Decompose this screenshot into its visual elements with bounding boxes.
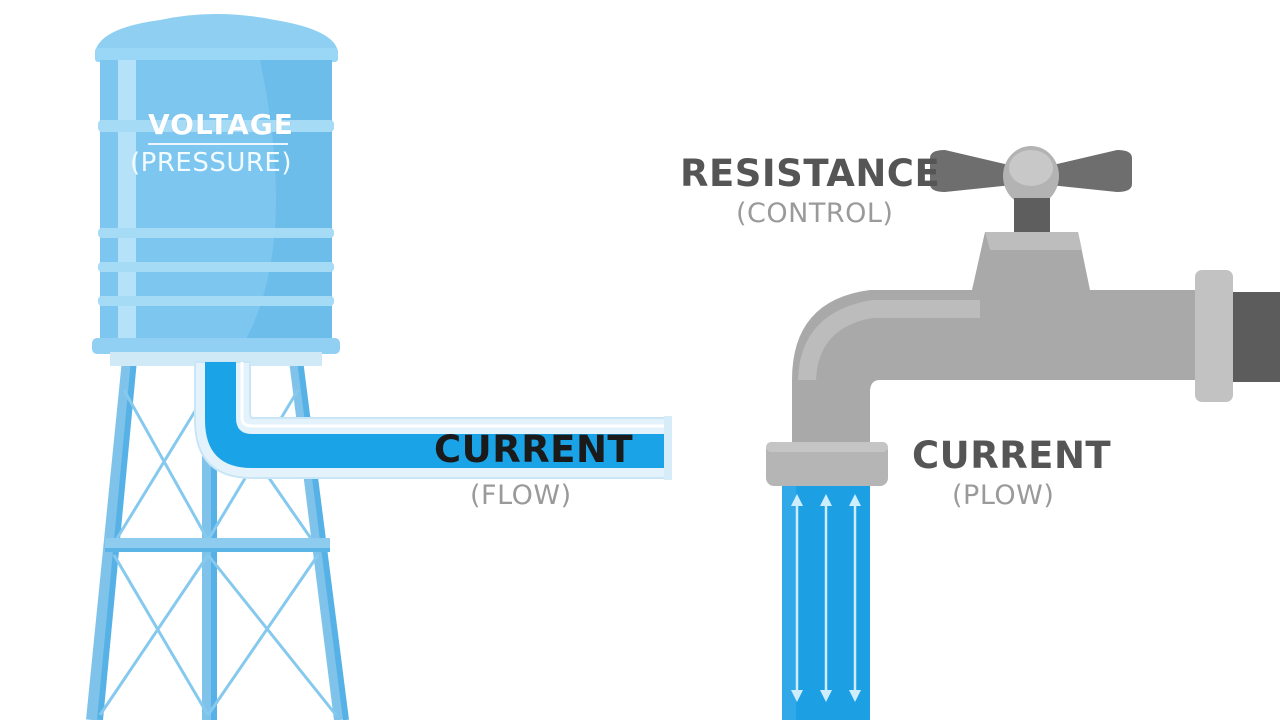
- pipe-icon: [194, 361, 672, 480]
- resistance-sublabel: (CONTROL): [736, 198, 894, 229]
- current-tap-label: CURRENT: [912, 434, 1112, 477]
- tower-beam: [105, 538, 330, 550]
- voltage-label: VOLTAGE: [148, 108, 294, 141]
- current-tap-sublabel: (PLOW): [952, 480, 1055, 511]
- tap-handle-icon: [930, 146, 1132, 232]
- tank-roof: [95, 14, 338, 52]
- current-pipe-label: CURRENT: [434, 428, 634, 471]
- tank-bands: [98, 120, 334, 306]
- arrows-up-down-icon: [791, 494, 861, 702]
- voltage-sublabel: (PRESSURE): [130, 148, 292, 178]
- resistance-label: RESISTANCE: [680, 152, 941, 195]
- faucet-icon: [766, 146, 1280, 486]
- current-pipe-sublabel: (FLOW): [470, 480, 572, 511]
